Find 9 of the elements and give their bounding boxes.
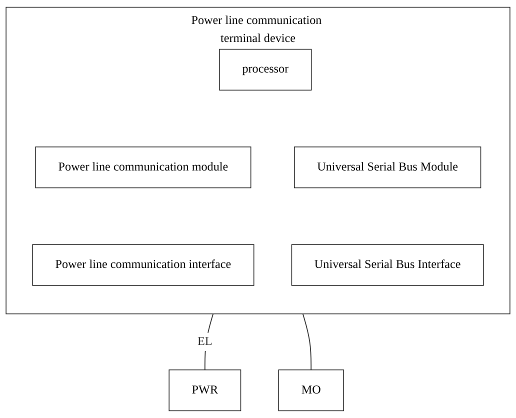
- connector: [302, 313, 312, 370]
- node-box: Universal Serial Bus Module: [294, 146, 482, 188]
- node-box: Power line communication interface: [32, 244, 254, 286]
- edge-label: EL: [198, 335, 212, 348]
- node-box: MO: [278, 369, 344, 412]
- node-box: PWR: [168, 369, 242, 412]
- node-box: Power line communication module: [35, 146, 252, 188]
- node-box: Universal Serial Bus Interface: [291, 244, 484, 286]
- node-box: processor: [219, 48, 312, 91]
